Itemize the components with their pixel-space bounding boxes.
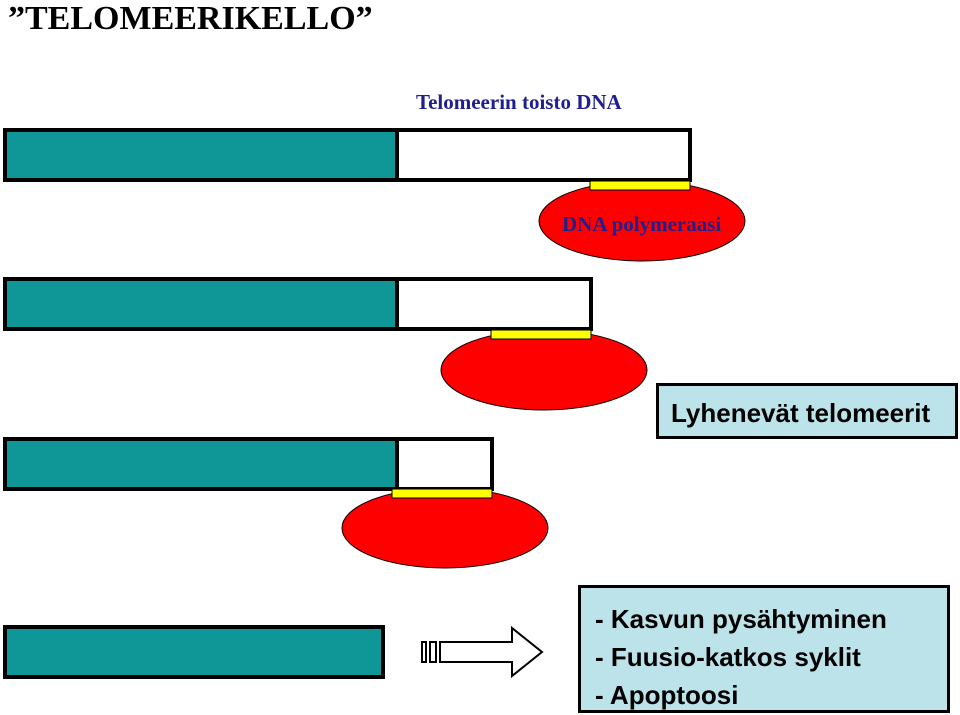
telomere-repeat-3 [395,437,494,491]
outcome-item: - Apoptoosi [595,680,739,710]
dna-polymerase-2 [440,329,648,411]
primer-2 [490,329,592,340]
primer-1 [589,180,691,191]
chromosome-bar-1 [3,128,399,182]
chromosome-bar-3 [3,437,399,491]
telomere-repeat-1 [395,128,692,182]
shortening-telomeres-box: Lyhenevät telomeerit [656,383,958,439]
outcome-item: - Kasvun pysähtyminen [595,604,887,634]
dna-polymerase-3 [341,487,549,569]
primer-3 [391,488,493,499]
shortening-telomeres-label: Lyhenevät telomeerit [671,398,931,428]
arrow-right-icon [421,625,544,679]
dna-polymerase-label: DNA polymeraasi [562,212,722,236]
outcome-item: - Fuusio-katkos syklit [595,642,861,672]
telomere-repeat-dna-label: Telomeerin toisto DNA [416,90,622,114]
chromosome-bar-4 [3,625,385,679]
chromosome-bar-2 [3,277,399,331]
outcomes-box: - Kasvun pysähtyminen - Fuusio-katkos sy… [578,585,950,713]
slide-title: ”TELOMEERIKELLO” [8,0,373,37]
telomere-repeat-2 [395,277,593,331]
